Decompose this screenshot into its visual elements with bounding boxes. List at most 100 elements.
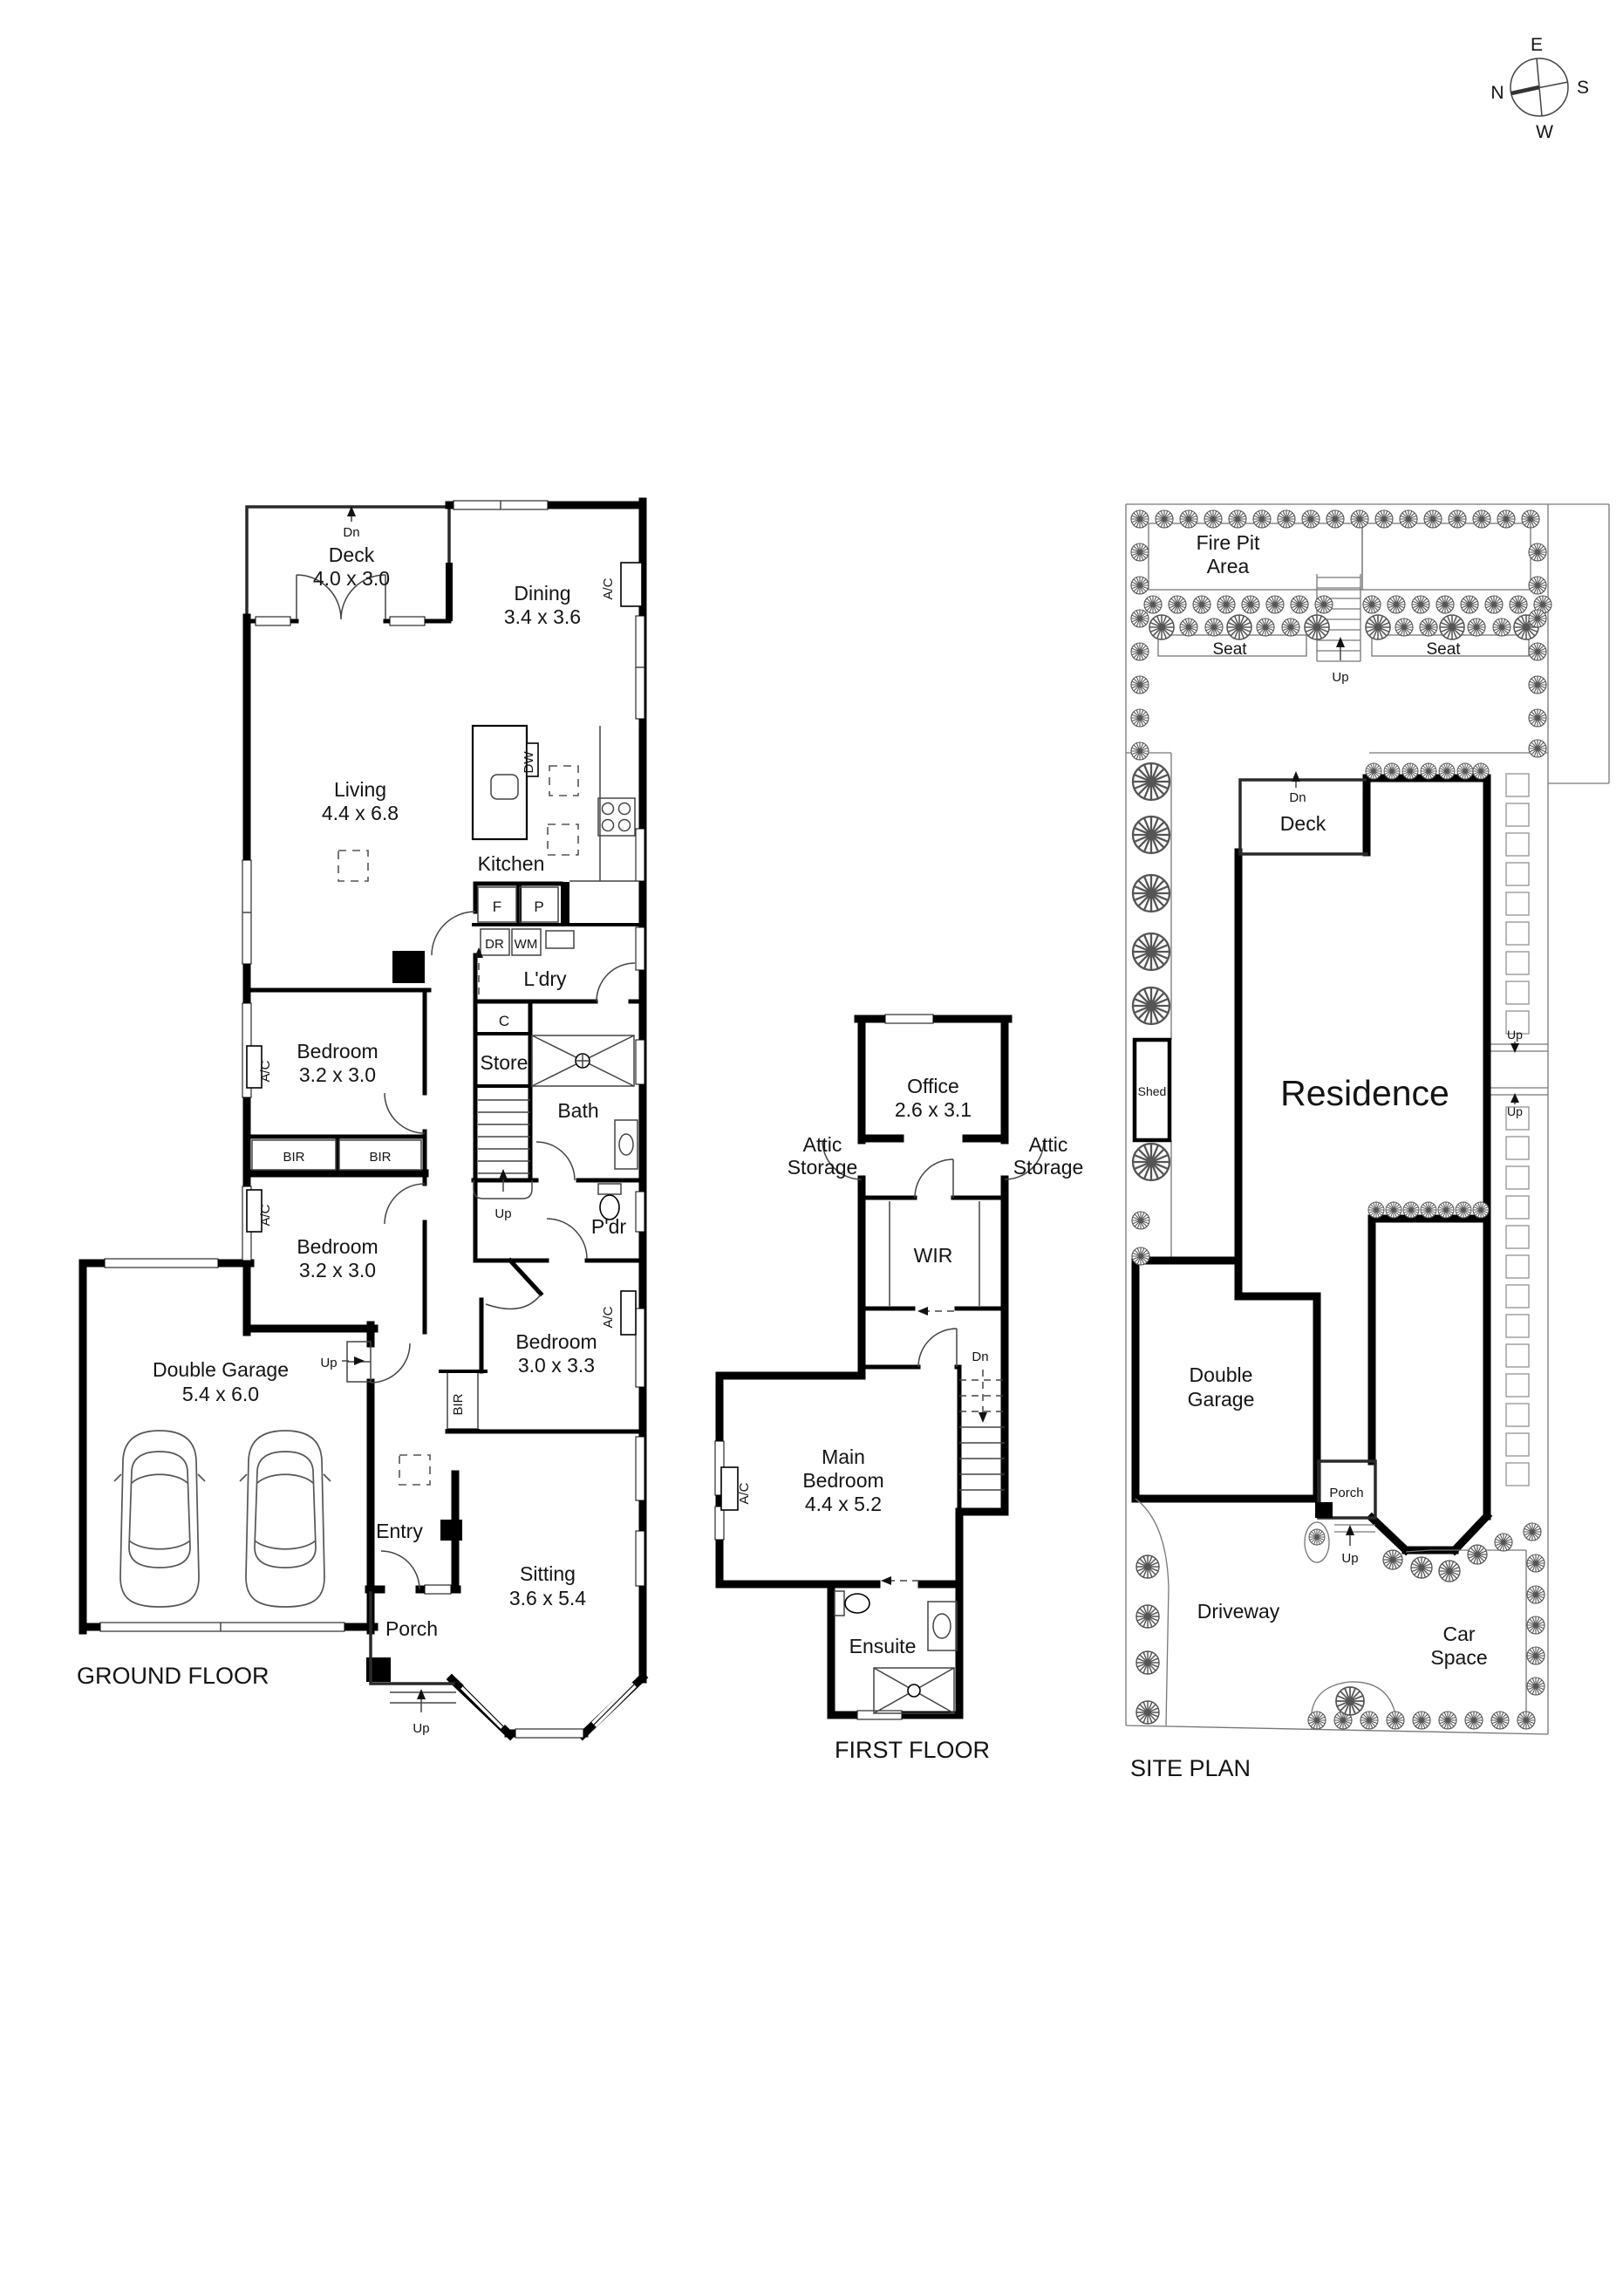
porch-walls — [369, 1591, 456, 1704]
laundry-label: L'dry — [523, 967, 567, 990]
tree-row-left — [1131, 762, 1171, 1266]
wall-posts — [366, 951, 462, 1682]
firepit-up-label: Up — [1332, 670, 1348, 685]
seat-left-label: Seat — [1212, 640, 1247, 659]
bed2-label: Bedroom — [297, 1235, 378, 1258]
bed1-ac-label: A/C — [258, 1060, 273, 1082]
garage-dim: 5.4 x 6.0 — [182, 1383, 259, 1405]
ensuite-label: Ensuite — [849, 1635, 917, 1657]
residence-label: Residence — [1280, 1073, 1449, 1113]
site-deck-label: Deck — [1280, 812, 1326, 835]
compass-west: W — [1536, 122, 1553, 142]
residence-walls — [1131, 774, 1493, 1556]
site-porch-label: Porch — [1329, 1486, 1363, 1500]
site-deck-walls — [1238, 771, 1368, 856]
stairs-up — [473, 1099, 533, 1199]
doors — [822, 1139, 1045, 1368]
path-up-upper-label: Up — [1507, 1028, 1523, 1042]
bed3-dim: 3.0 x 3.3 — [518, 1354, 595, 1377]
bed3-label: Bedroom — [515, 1330, 597, 1353]
first-floor-labels: Office 2.6 x 3.1 Attic Storage Attic Sto… — [737, 1075, 1083, 1763]
bir2-label: BIR — [369, 1150, 391, 1165]
path-up-lower-label: Up — [1507, 1104, 1523, 1118]
car-space-line1: Car — [1442, 1623, 1475, 1645]
ground-floor-title: GROUND FLOOR — [77, 1663, 269, 1689]
hedge-by-residence — [1365, 762, 1490, 1219]
shed-walls — [1132, 1037, 1172, 1143]
attic-left-line2: Storage — [788, 1156, 858, 1179]
compass-south: S — [1577, 78, 1589, 98]
stepping-stones-path — [1486, 773, 1548, 1486]
store-label: Store — [481, 1051, 528, 1074]
washer-label: WM — [515, 937, 538, 952]
firepit-line1: Fire Pit — [1197, 531, 1260, 554]
shed-label: Shed — [1138, 1084, 1167, 1098]
entry-label: Entry — [376, 1520, 423, 1542]
attic-left-line1: Attic — [803, 1133, 842, 1156]
bed1-dim: 3.2 x 3.0 — [299, 1063, 376, 1086]
kitchen-label: Kitchen — [478, 852, 545, 875]
bathroom-fixtures — [531, 1035, 638, 1220]
sitting-label: Sitting — [520, 1562, 576, 1585]
pantry-label: P — [534, 899, 543, 915]
site-garage-line2: Garage — [1188, 1388, 1255, 1411]
built-in-robes — [251, 1139, 488, 1432]
hedge-side-columns — [1130, 543, 1547, 761]
ground-floor-plan: Dn Deck 4.0 x 3.0 Dining 3.4 x 3.6 A/C L… — [77, 497, 649, 1741]
bed1-label: Bedroom — [297, 1040, 378, 1063]
kitchen-island — [471, 724, 639, 882]
ac-unit — [720, 1466, 739, 1511]
bath-label: Bath — [557, 1099, 598, 1122]
interior-walls — [859, 1195, 1007, 1514]
garage-up-label: Up — [320, 1356, 337, 1370]
dashed-markers — [338, 765, 579, 1486]
bed2-dim: 3.2 x 3.0 — [299, 1259, 376, 1281]
compass-north: N — [1490, 83, 1504, 103]
interior-walls — [242, 618, 645, 1434]
porch-up-label: Up — [413, 1721, 429, 1736]
main-bedroom-dim: 4.4 x 5.2 — [805, 1493, 882, 1515]
deck-walls — [245, 505, 453, 621]
office-label: Office — [907, 1075, 959, 1097]
ac-units — [246, 562, 643, 1336]
main-bedroom-ac-label: A/C — [737, 1482, 752, 1504]
site-plan-title: SITE PLAN — [1130, 1755, 1251, 1781]
ground-floor-labels: Dn Deck 4.0 x 3.0 Dining 3.4 x 3.6 A/C L… — [77, 525, 626, 1736]
stairs-dn-label: Dn — [972, 1350, 988, 1364]
driveway-label: Driveway — [1197, 1600, 1280, 1623]
car-right — [239, 1430, 331, 1608]
pantry-fridge-boxes — [477, 886, 575, 956]
first-floor-title: FIRST FLOOR — [835, 1737, 990, 1763]
living-label: Living — [334, 778, 386, 801]
doors — [296, 574, 636, 1590]
deck-dim: 4.0 x 3.0 — [313, 567, 390, 590]
car-left — [113, 1430, 206, 1608]
site-plan-labels: Fire Pit Area Seat Seat Up Dn Deck Resid… — [1130, 531, 1523, 1781]
main-bedroom-line1: Main — [822, 1445, 865, 1468]
cupboard-label: C — [499, 1013, 509, 1029]
garage-label: Double Garage — [153, 1358, 289, 1381]
windows — [99, 500, 645, 1739]
firepit-line2: Area — [1207, 555, 1250, 577]
deck-dn-label: Dn — [343, 525, 359, 540]
dining-dim: 3.4 x 3.6 — [504, 605, 581, 628]
stairs-down — [959, 1370, 1005, 1491]
bed3-ac-label: A/C — [601, 1306, 616, 1328]
site-garage-line1: Double — [1190, 1363, 1253, 1386]
cooktop — [597, 797, 636, 837]
compass-east: E — [1531, 35, 1543, 55]
main-bedroom-line2: Bedroom — [802, 1469, 883, 1492]
office-dim: 2.6 x 3.1 — [895, 1098, 972, 1121]
attic-right-line1: Attic — [1029, 1133, 1068, 1156]
first-floor-plan: Office 2.6 x 3.1 Attic Storage Attic Sto… — [714, 1014, 1083, 1763]
living-dim: 4.4 x 6.8 — [322, 802, 399, 824]
site-porch-up-label: Up — [1341, 1551, 1358, 1566]
direction-arrows — [342, 506, 483, 1712]
seat-right-label: Seat — [1426, 640, 1461, 659]
walk-arrows — [881, 1307, 954, 1585]
compass-rose: E S N W — [1490, 35, 1589, 142]
site-plan: Fire Pit Area Seat Seat Up Dn Deck Resid… — [1125, 503, 1610, 1781]
hedge-top-row — [1130, 509, 1540, 529]
bed2-ac-label: A/C — [258, 1204, 273, 1226]
